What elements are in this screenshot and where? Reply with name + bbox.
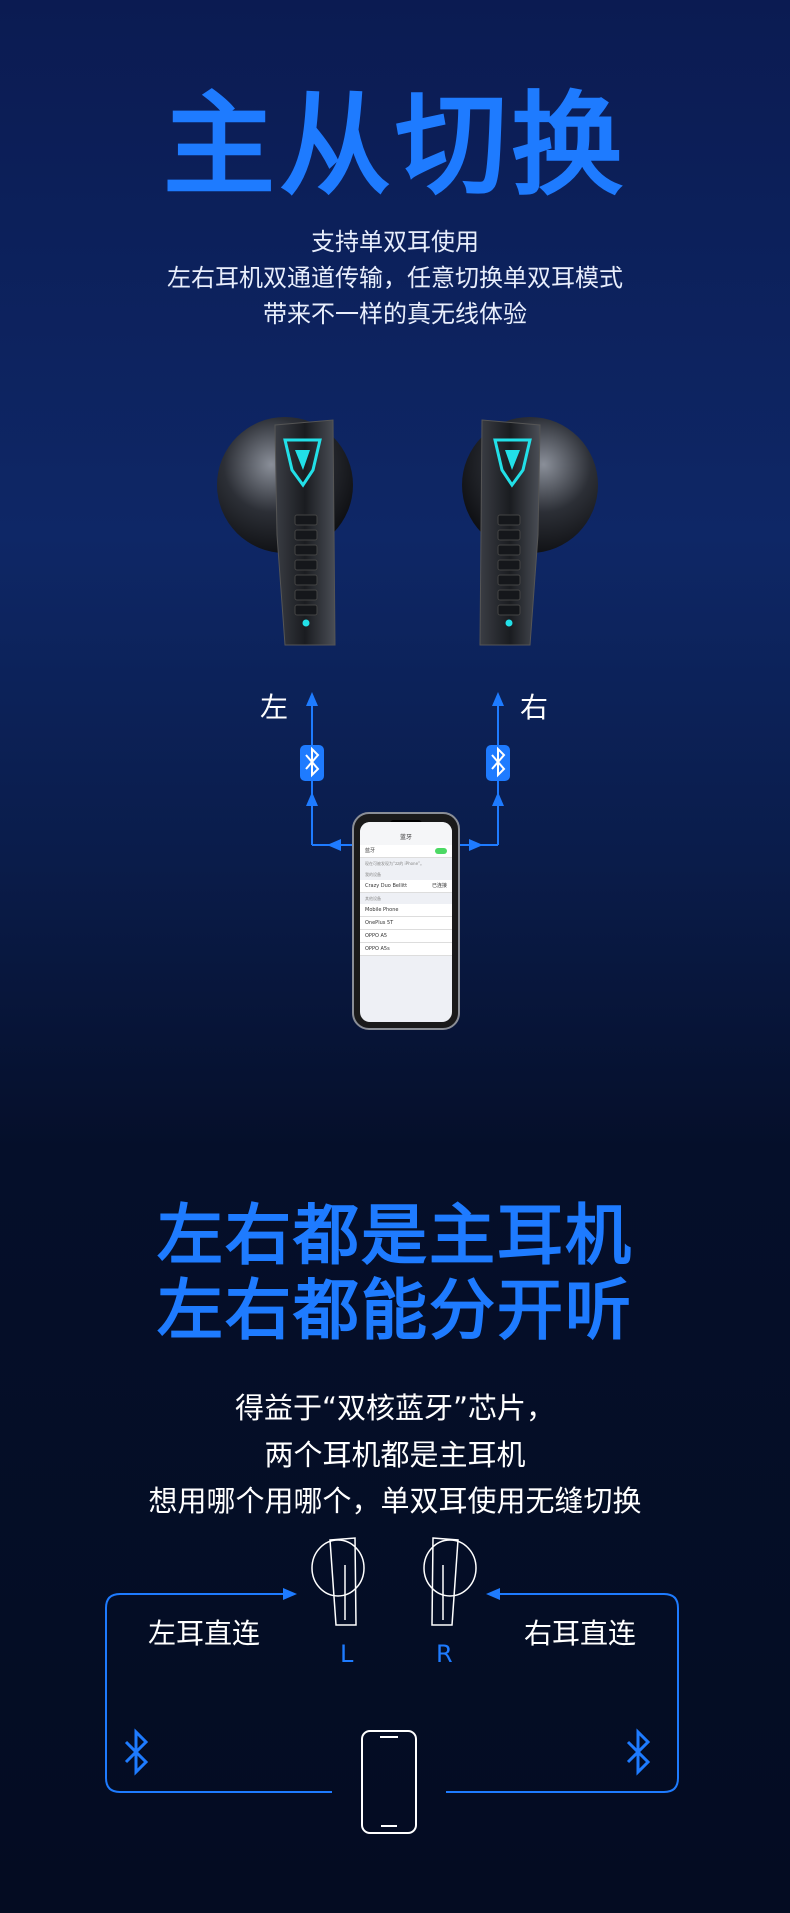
bluetooth-toggle-row[interactable]: 蓝牙 — [360, 845, 452, 859]
section2-title-line1: 左右都是主耳机 — [157, 1197, 633, 1274]
left-direct-connect-label: 左耳直连 — [148, 1617, 261, 1650]
discoverable-text: 现在可被发现为“zz的 iPhone”。 — [365, 861, 425, 867]
other-device-row[interactable]: OPPO A5 — [360, 929, 452, 943]
other-device-name: Mobile Phone — [365, 906, 399, 913]
section2-desc-line1: 得益于“双核蓝牙”芯片， — [234, 1391, 556, 1425]
other-device-name: OPPO A5s — [365, 945, 390, 952]
earbud-right-image — [462, 417, 598, 646]
other-devices-header: 其他设备 — [365, 895, 381, 901]
screen-title: 蓝牙 — [360, 822, 452, 846]
section1-title: 主从切换 — [163, 81, 627, 211]
section2-title-line2: 左右都能分开听 — [157, 1272, 633, 1349]
section1-desc-line2: 左右耳机双通道传输，任意切换单双耳模式 — [167, 264, 623, 292]
bluetooth-label: 蓝牙 — [365, 848, 376, 855]
bluetooth-toggle[interactable] — [435, 848, 447, 855]
bluetooth-icon — [626, 1728, 651, 1776]
section1-desc-line1: 支持单双耳使用 — [311, 228, 479, 256]
left-label: 左 — [260, 691, 289, 724]
device-status: 已连接 — [431, 882, 447, 889]
earbud-outline-left — [311, 1537, 365, 1626]
other-device-row[interactable]: OnePlus 5T — [360, 916, 452, 930]
section2-desc-line2: 两个耳机都是主耳机 — [264, 1438, 526, 1472]
my-devices-header: 我的设备 — [365, 871, 381, 877]
right-direct-connect-label: 右耳直连 — [524, 1617, 637, 1650]
section2-desc-line3: 想用哪个用哪个，单双耳使用无缝切换 — [148, 1484, 642, 1518]
earbud-outline-right — [423, 1537, 477, 1626]
left-earbud-letter: L — [340, 1640, 354, 1668]
section1-desc-line3: 带来不一样的真无线体验 — [263, 300, 527, 328]
bluetooth-icon — [124, 1728, 149, 1776]
phone-screen: 蓝牙 蓝牙 现在可被发现为“zz的 iPhone”。 我的设备 Crazy Du… — [360, 822, 452, 1022]
other-device-row[interactable]: Mobile Phone — [360, 903, 452, 917]
right-label: 右 — [520, 691, 549, 724]
device-name: Crazy Duo Bellitt — [365, 882, 408, 889]
device-row[interactable]: Crazy Duo Bellitt 已连接 — [360, 879, 452, 893]
phone-outline — [361, 1730, 417, 1834]
other-device-name: OPPO A5 — [365, 932, 388, 939]
earbud-left-image — [217, 417, 353, 646]
other-device-name: OnePlus 5T — [365, 919, 394, 926]
right-earbud-letter: R — [436, 1640, 453, 1668]
other-device-row[interactable]: OPPO A5s — [360, 942, 452, 956]
